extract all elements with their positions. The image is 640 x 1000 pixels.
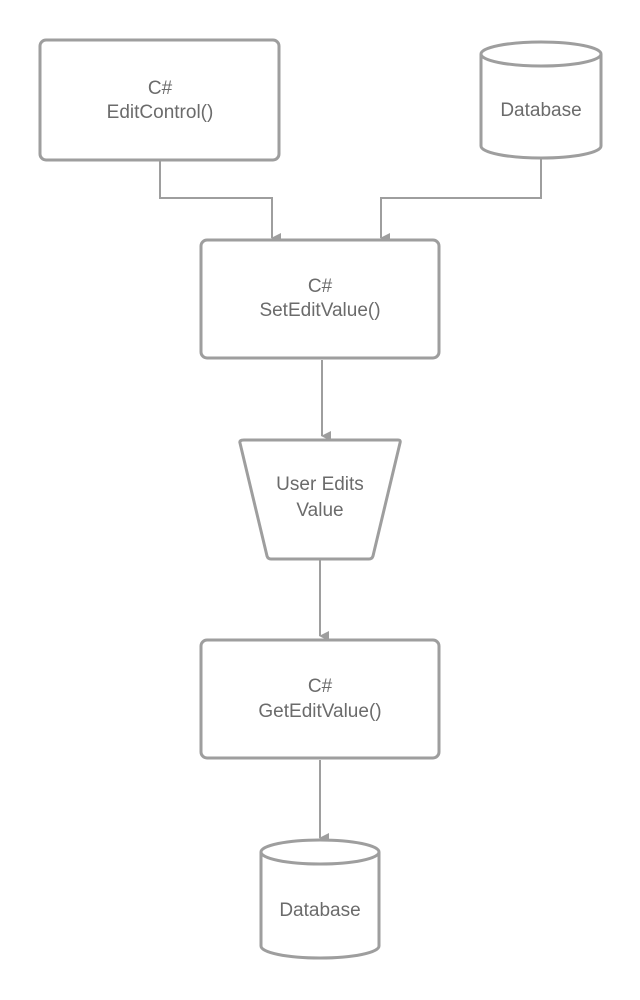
- set-edit-value-line1: C#: [308, 276, 333, 297]
- database-top-label: Database: [500, 100, 581, 121]
- edit-control-line2: EditControl(): [107, 102, 214, 123]
- node-user-edits: User Edits Value: [238, 438, 402, 561]
- get-edit-value-line2: GetEditValue(): [258, 701, 381, 722]
- connector-editcontrol-to-seteditvalue: [159, 161, 281, 243]
- get-edit-value-line1: C#: [308, 676, 333, 697]
- database-bottom-label: Database: [279, 900, 360, 921]
- user-edits-line1: User Edits: [276, 474, 364, 495]
- user-edits-line2: Value: [296, 500, 343, 521]
- node-get-edit-value: C# GetEditValue(): [199, 638, 441, 760]
- set-edit-value-line2: SetEditValue(): [259, 300, 380, 321]
- connector-database-to-seteditvalue: [380, 158, 542, 243]
- node-database-bottom: Database: [259, 838, 381, 960]
- node-database-top: Database: [479, 40, 603, 160]
- edit-control-line1: C#: [148, 78, 173, 99]
- node-set-edit-value: C# SetEditValue(): [199, 238, 441, 360]
- node-edit-control: C# EditControl(): [38, 38, 281, 162]
